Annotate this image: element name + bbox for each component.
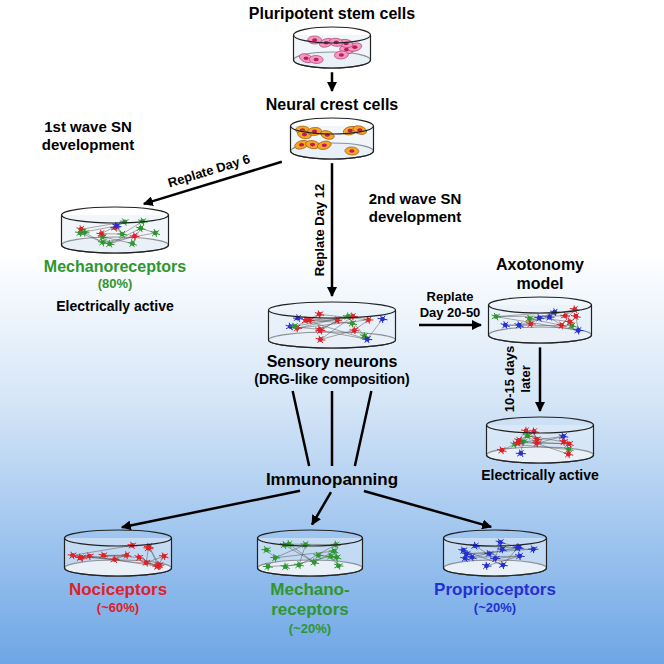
culture-dish	[487, 295, 593, 345]
node-label: Proprioceptors	[434, 580, 556, 600]
regenerated-dish: Electrically active	[481, 415, 599, 484]
process-label: Immunopanning	[266, 470, 398, 490]
node-sublabel: (~60%)	[97, 600, 139, 616]
node-label: Neural crest cells	[266, 95, 399, 114]
node-sublabel: (80%)	[98, 276, 133, 292]
culture-dish	[292, 25, 372, 70]
node-sublabel: (~20%)	[474, 600, 516, 616]
node-label: Sensory neurons	[267, 352, 398, 371]
culture-dish	[289, 116, 375, 161]
connector-arrow	[364, 491, 491, 527]
node-sublabel: Electrically active	[56, 298, 174, 315]
connector-arrow	[419, 324, 481, 327]
connector-arrow	[331, 163, 334, 296]
mechanoreceptor-dish: Mechanoreceptors(80%) Electrically active	[44, 205, 186, 315]
node-label: Mechano-receptors	[255, 580, 365, 621]
mechanoreceptor-dish: Mechano-receptors(~20%)	[255, 528, 365, 636]
stage-heading: 2nd wave SN development	[350, 190, 480, 226]
culture-dish	[485, 415, 595, 465]
culture-dish	[256, 528, 364, 578]
culture-dish	[63, 528, 173, 578]
edge-label: Replate Day 20-50	[417, 289, 483, 320]
connector-arrow	[293, 391, 372, 466]
node-label: Electrically active	[481, 467, 599, 484]
stem-cell-dish: Pluripotent stem cells	[249, 4, 415, 70]
node-label: Pluripotent stem cells	[249, 4, 415, 23]
proprioceptor-dish: Proprioceptors(~20%)	[434, 528, 556, 616]
culture-dish	[60, 205, 170, 255]
node-label: Mechanoreceptors	[44, 257, 186, 276]
node-label: Nociceptors	[69, 580, 167, 600]
sensory-neuron-dish: Sensory neurons(DRG-like composition)	[247, 300, 417, 388]
culture-dish	[267, 300, 397, 350]
culture-dish	[442, 528, 548, 578]
axotomy-dish: Axotonomy model	[485, 255, 595, 345]
stage-heading: 1st wave SN development	[18, 118, 158, 154]
edge-label: 10-15 days later	[502, 341, 533, 417]
neural-crest-dish: Neural crest cells	[266, 95, 399, 161]
connector-arrow	[331, 72, 334, 91]
node-sublabel: (DRG-like composition)	[254, 371, 410, 388]
connector-arrow	[312, 492, 331, 524]
connector-arrow	[122, 491, 300, 527]
node-label: Immunopanning	[266, 470, 398, 490]
connector-arrow	[539, 347, 542, 411]
node-sublabel: (~20%)	[289, 621, 331, 637]
nociceptor-dish: Nociceptors(~60%)	[63, 528, 173, 616]
node-label: Axotonomy model	[485, 255, 595, 293]
edge-label: Replate Day 12	[312, 170, 328, 290]
